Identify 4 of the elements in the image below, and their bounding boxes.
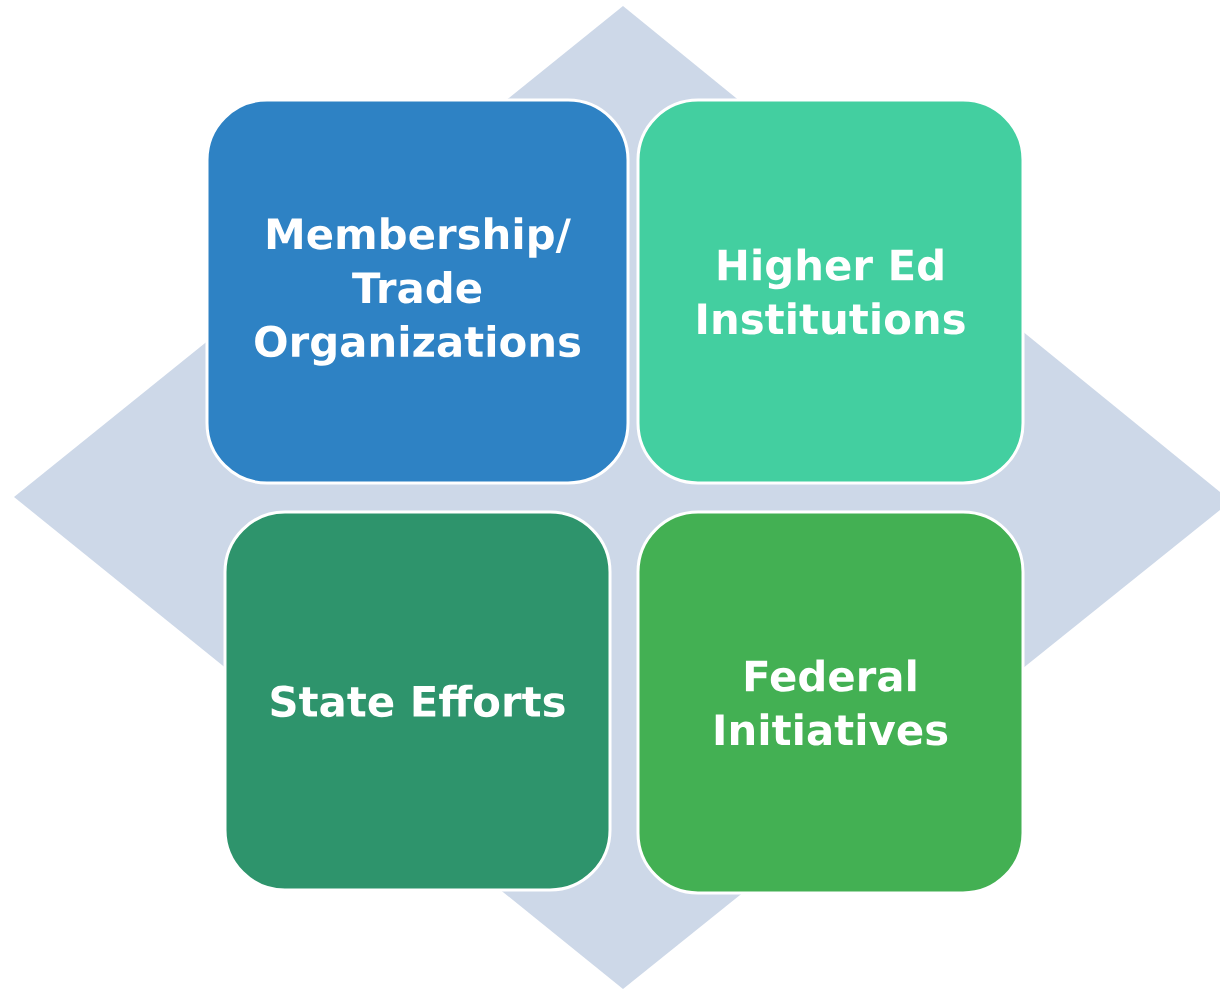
category-box: Higher Ed Institutions	[636, 98, 1025, 485]
category-box: Federal Initiatives	[636, 510, 1025, 895]
category-box: Membership/ Trade Organizations	[205, 98, 630, 485]
category-box: State Efforts	[223, 510, 612, 892]
